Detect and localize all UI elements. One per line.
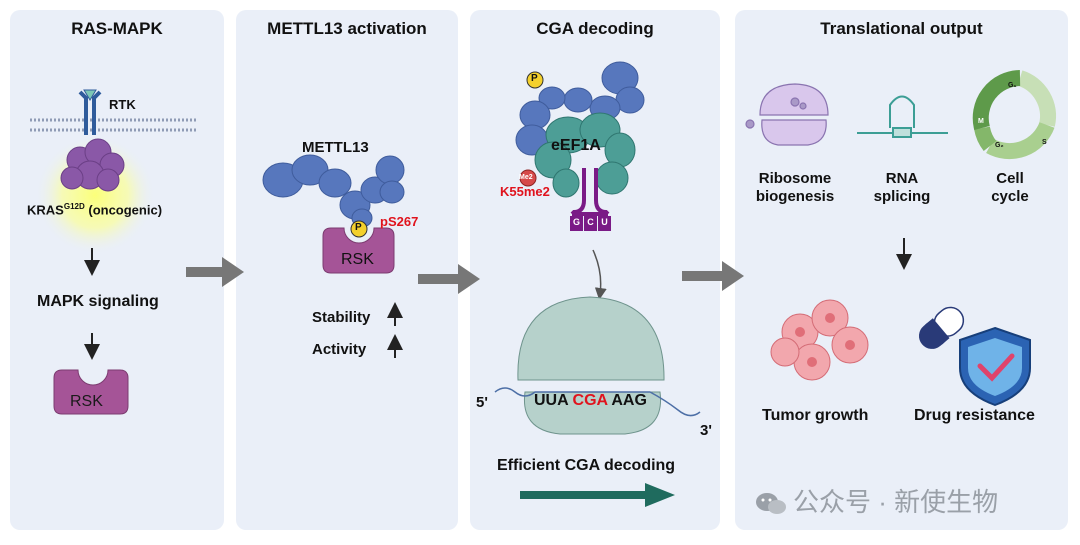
- tumor-nuclei: [795, 313, 855, 367]
- rsk-label-p2: RSK: [341, 251, 374, 268]
- cycle-label-m: M: [978, 118, 984, 125]
- mrna-codons: UUA CGA AAG: [534, 392, 647, 410]
- rsk-shape-p1: [53, 369, 129, 415]
- anticodon-g: G: [572, 217, 580, 227]
- codon-cga: CGA: [572, 392, 608, 409]
- eef1a-label: eEF1A: [551, 137, 601, 154]
- title-translational-output: Translational output: [820, 19, 983, 38]
- rna-splicing-icon: [857, 95, 948, 138]
- anticodon-c: C: [587, 217, 594, 227]
- wechat-icon: [755, 491, 787, 517]
- title-mettl13-activation: METTL13 activation: [267, 19, 427, 38]
- rtk-receptor: [78, 89, 102, 135]
- decoding-arrow: [520, 483, 675, 507]
- cell-cycle-label: Cell cycle: [980, 170, 1040, 206]
- kras-note: (oncogenic): [84, 202, 163, 218]
- phospho-p-p2: [350, 220, 368, 238]
- stability-label: Stability: [312, 309, 371, 326]
- ribosome-line2: biogenesis: [755, 188, 835, 205]
- trna: [570, 168, 610, 216]
- k55me2-label: K55me2: [500, 184, 550, 199]
- pill-icon: [918, 306, 965, 349]
- oncogenic-glow: [35, 135, 155, 255]
- kras-mutation: G12D: [63, 202, 85, 211]
- phospho-p-p3: [526, 71, 544, 89]
- cycle-line1: Cell: [996, 170, 1024, 187]
- kras-protein: [60, 138, 125, 192]
- anticodon-u: U: [601, 217, 608, 227]
- rsk-shape-p2: [322, 227, 395, 274]
- tumor-icon: [770, 299, 869, 381]
- flow-arrow-1: [186, 257, 244, 287]
- ribosome-line1: Ribosome: [758, 170, 832, 187]
- kras-label: KRASG12D (oncogenic): [27, 202, 162, 217]
- cycle-label-g2: G₂: [995, 142, 1004, 149]
- curve-arrow-trna-to-ribosome: [592, 249, 607, 300]
- title-ras-mapk: RAS-MAPK: [71, 19, 163, 38]
- cycle-label-s: S: [1042, 139, 1047, 146]
- five-prime-label: 5': [476, 394, 488, 411]
- mapk-signaling-label: MAPK signaling: [37, 293, 159, 310]
- activity-label: Activity: [312, 341, 367, 358]
- ribosome-small-subunit: [523, 391, 662, 435]
- rna-splicing-label: RNA splicing: [862, 170, 942, 206]
- three-prime-label: 3': [700, 422, 712, 439]
- watermark: 公众号 · 新使生物: [755, 482, 998, 519]
- me2-mark: [519, 169, 537, 187]
- watermark-text: 公众号 · 新使生物: [793, 487, 999, 517]
- ribosome-large-subunit: [517, 296, 665, 381]
- panel-cga-decoding: [470, 10, 720, 530]
- cell-cycle-icon: [972, 70, 1056, 160]
- cycle-line2: cycle: [991, 188, 1029, 205]
- ribosome-biogenesis-label: Ribosome biogenesis: [745, 170, 845, 206]
- efficient-cga-label: Efficient CGA decoding: [497, 457, 676, 474]
- phospho-p-label-p2: P: [355, 222, 362, 233]
- codon-aag: AAG: [611, 392, 647, 409]
- tumor-growth-label: Tumor growth: [762, 407, 869, 424]
- phospho-p-label-p3: P: [531, 73, 538, 84]
- cycle-label-g1: G₁: [1008, 82, 1017, 89]
- splicing-line2: splicing: [873, 188, 931, 205]
- mettl13-label: METTL13: [302, 139, 369, 156]
- splicing-line1: RNA: [885, 170, 919, 187]
- kras-base: KRAS: [27, 202, 64, 218]
- cell-membrane: [30, 118, 198, 132]
- mrna-strand: [494, 387, 701, 417]
- eef1a-protein: [534, 112, 636, 198]
- drug-resistance-label: Drug resistance: [914, 407, 1035, 424]
- rtk-label: RTK: [109, 97, 136, 112]
- shield-icon: [959, 326, 1031, 407]
- rsk-label-p1: RSK: [70, 393, 103, 410]
- title-cga-decoding: CGA decoding: [536, 19, 654, 38]
- ribosome-icon: [745, 83, 829, 146]
- mettl13-protein: [262, 154, 405, 228]
- flow-arrow-2: [418, 264, 480, 294]
- mettl13-bound: [515, 61, 645, 156]
- codon-uua: UUA: [534, 392, 569, 409]
- ps267-label: pS267: [380, 214, 419, 229]
- flow-arrow-3: [682, 261, 744, 291]
- anticodon-boxes: [570, 216, 611, 231]
- me2-label: Me2: [519, 174, 533, 181]
